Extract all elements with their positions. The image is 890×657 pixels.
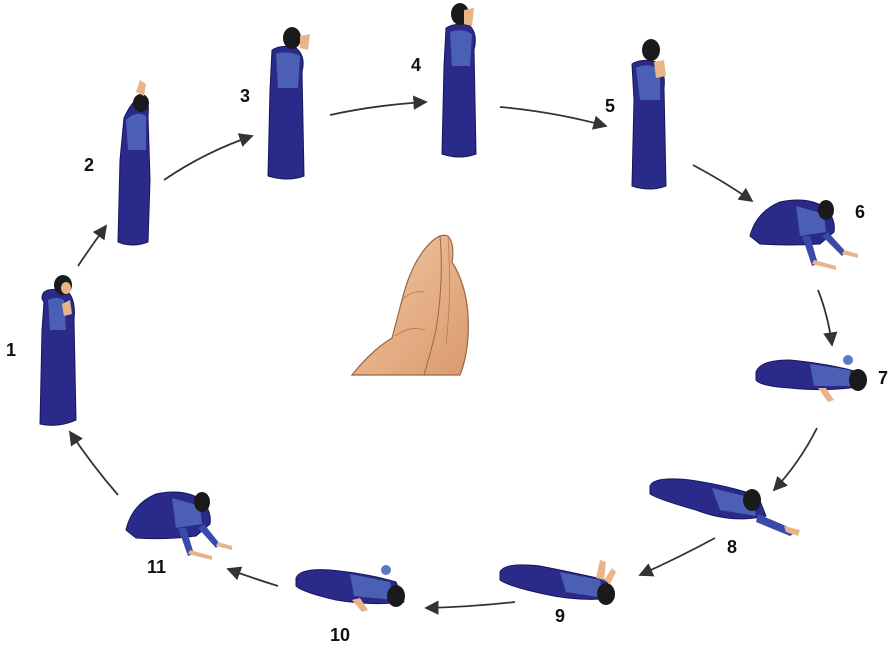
step-number-3: 3 <box>240 87 250 105</box>
arrow-2-to-3 <box>164 136 252 180</box>
arrow-8-to-9 <box>640 538 715 575</box>
arrow-6-to-7 <box>818 290 832 345</box>
arrow-7-to-8 <box>774 428 817 490</box>
arrow-11-to-1 <box>70 432 118 495</box>
figure-step-5 <box>632 39 666 189</box>
figure-step-2 <box>118 80 150 245</box>
arrow-4-to-5 <box>500 107 606 126</box>
arrow-3-to-4 <box>330 102 426 115</box>
step-number-7: 7 <box>878 369 888 387</box>
step-number-10: 10 <box>330 626 350 644</box>
arrow-5-to-6 <box>693 165 752 201</box>
arrow-1-to-2 <box>78 226 106 266</box>
figure-step-7 <box>756 355 867 402</box>
step-number-8: 8 <box>727 538 737 556</box>
figure-step-6 <box>750 200 858 270</box>
figure-step-4 <box>442 3 476 157</box>
step-number-11: 11 <box>147 558 166 576</box>
step-number-6: 6 <box>855 203 865 221</box>
arrow-9-to-10 <box>426 602 515 608</box>
step-number-9: 9 <box>555 607 565 625</box>
figure-step-3 <box>268 27 310 179</box>
figure-step-11 <box>126 492 232 560</box>
figure-step-10 <box>296 565 405 612</box>
joined-hands-illustration <box>352 235 468 375</box>
step-number-5: 5 <box>605 97 615 115</box>
arrow-10-to-11 <box>228 569 278 586</box>
step-number-1: 1 <box>6 341 16 359</box>
step-number-2: 2 <box>84 156 94 174</box>
figure-step-1 <box>40 275 76 425</box>
step-number-4: 4 <box>411 56 421 74</box>
figure-step-9 <box>500 560 616 605</box>
